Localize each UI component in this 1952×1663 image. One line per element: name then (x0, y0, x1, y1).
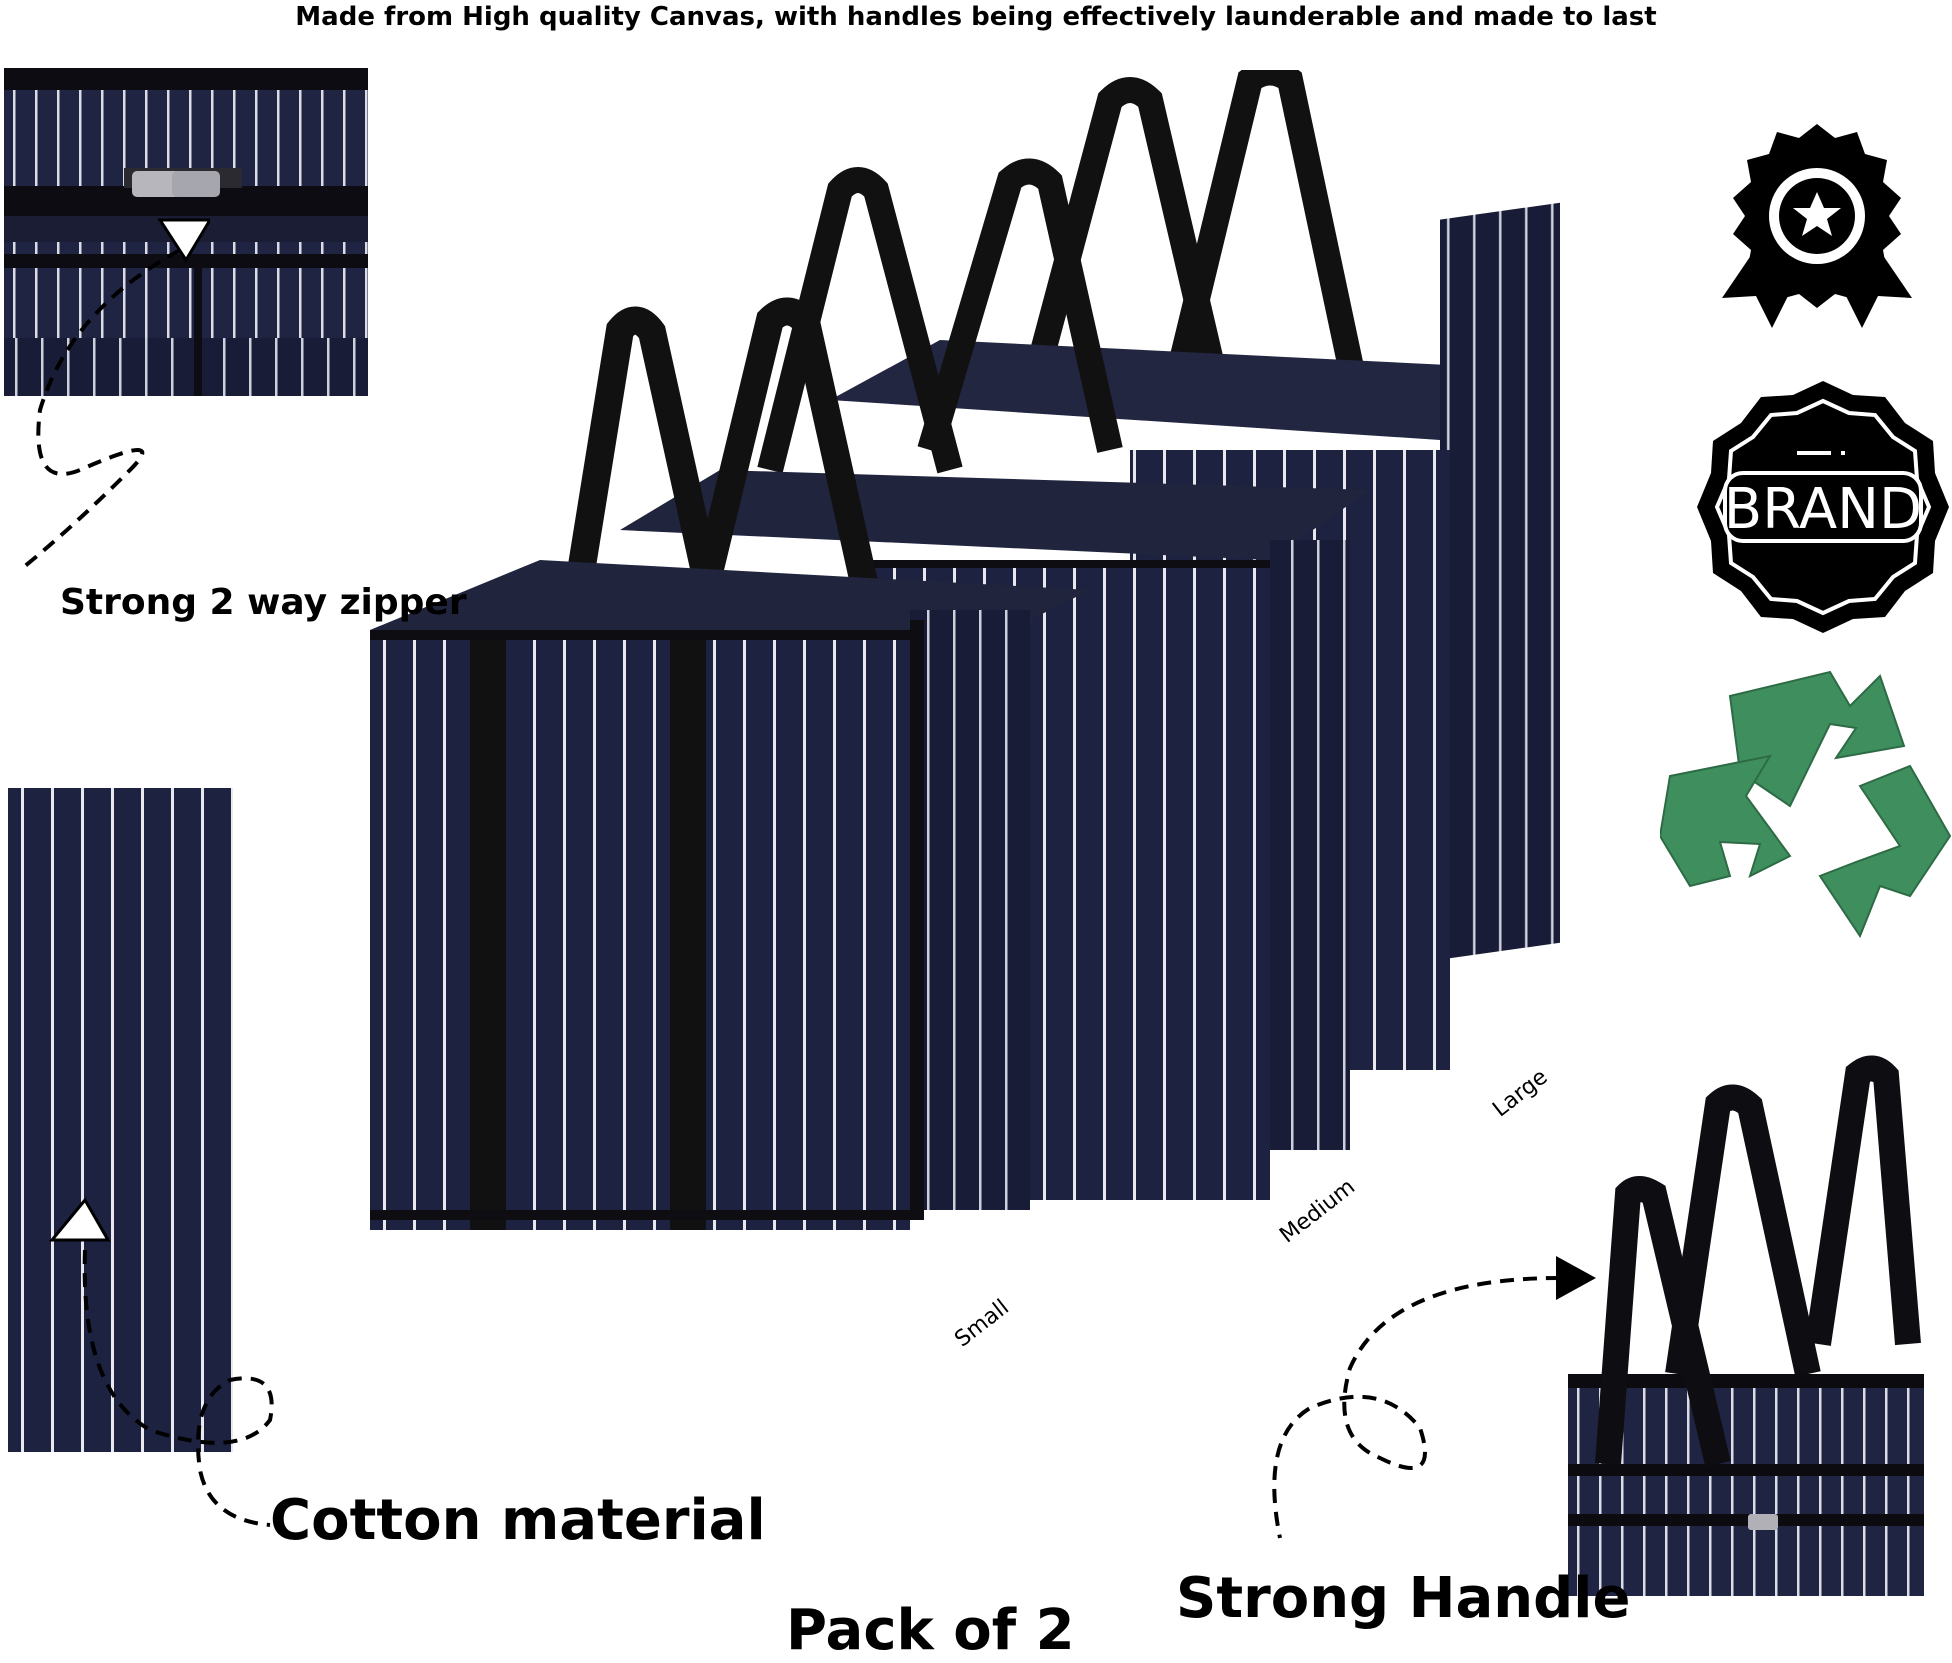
zipper-arrow-icon (18, 218, 210, 572)
brand-seal-text: BRAND (1724, 477, 1922, 542)
handle-arrow-icon (1272, 1256, 1596, 1539)
handle-closeup-photo (1568, 1055, 1924, 1596)
feature-handle-label: Strong Handle (1176, 1566, 1631, 1631)
cotton-closeup-photo (8, 788, 233, 1452)
zipper-closeup-photo (4, 68, 368, 396)
brand-seal-icon: BRAND (1697, 381, 1949, 633)
quality-badge-icon (1722, 124, 1912, 328)
small-bag (370, 297, 1090, 1230)
headline: Made from High quality Canvas, with hand… (295, 2, 1657, 32)
pack-of-label: Pack of 2 (786, 1598, 1075, 1663)
recycle-icon (1660, 670, 1952, 939)
cotton-arrow-icon (48, 1197, 274, 1527)
size-label-small: Small (950, 1295, 1014, 1353)
product-bags-image (370, 70, 1560, 1230)
feature-zipper-label: Strong 2 way zipper (60, 582, 467, 623)
feature-cotton-label: Cotton material (270, 1488, 766, 1553)
